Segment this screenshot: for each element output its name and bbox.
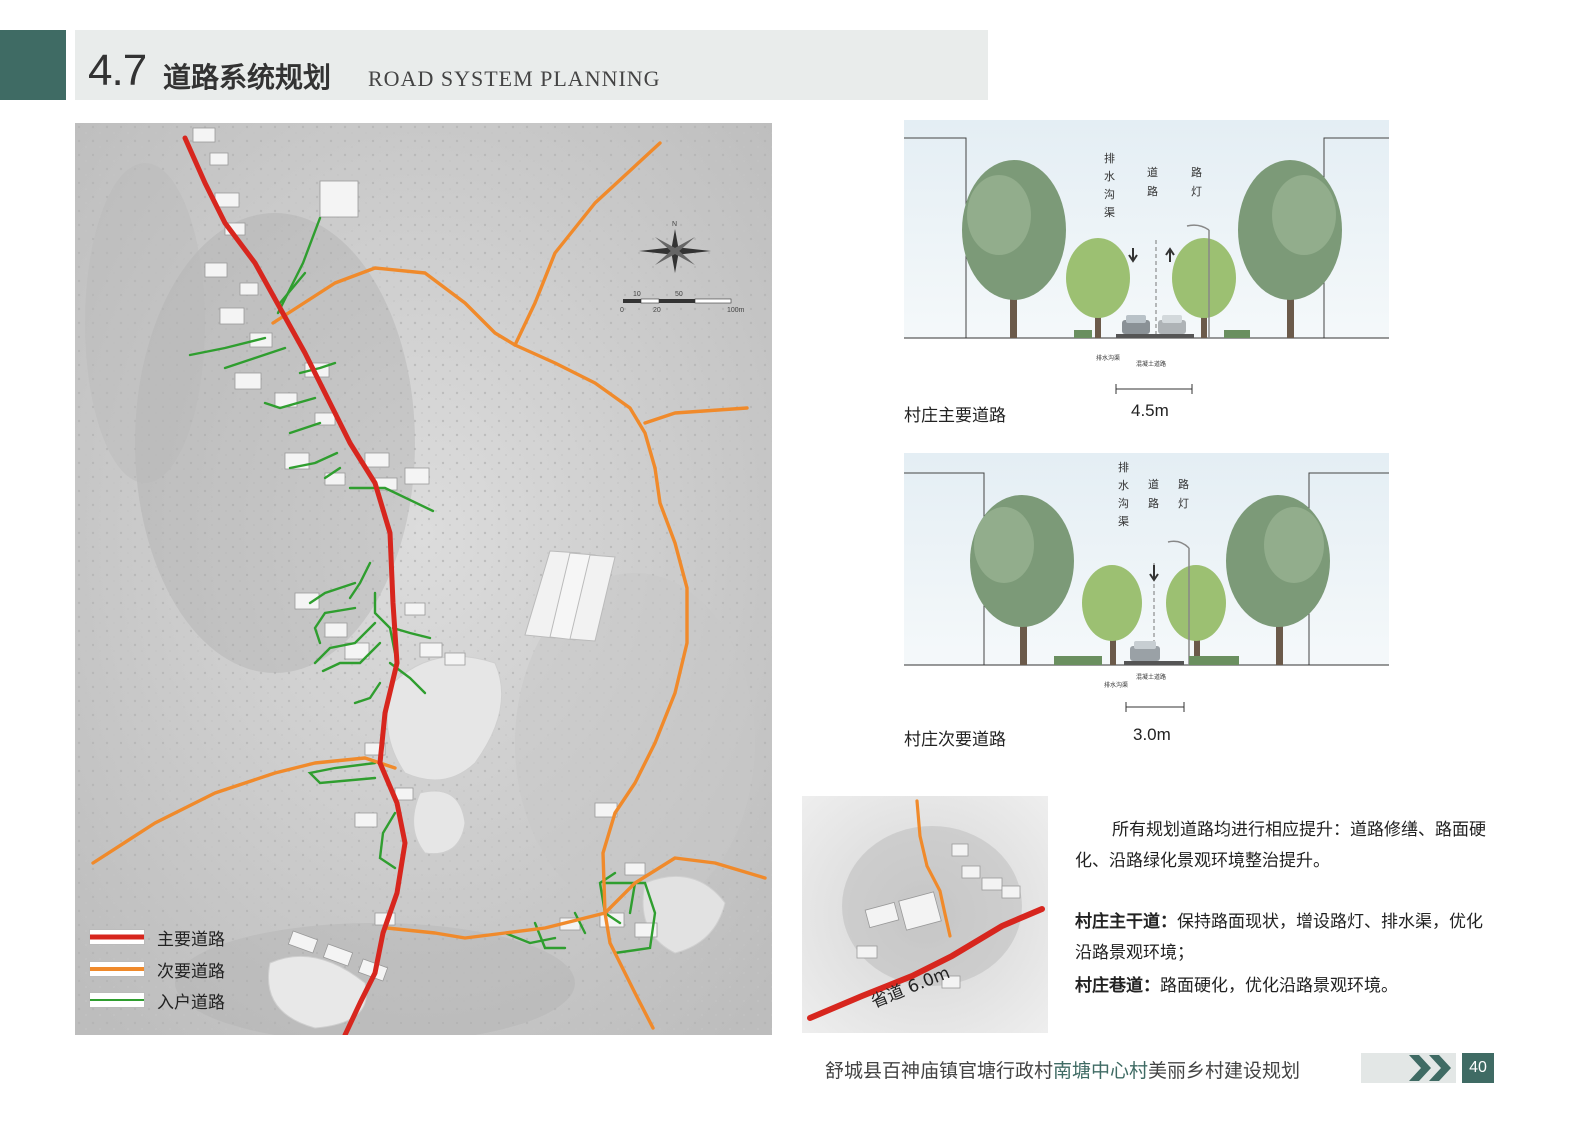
svg-text:沟: 沟: [1104, 188, 1115, 201]
page-subtitle: ROAD SYSTEM PLANNING: [368, 66, 661, 91]
north-arrow-icon: N: [639, 221, 711, 273]
svg-text:路: 路: [1147, 185, 1158, 198]
main-road-title: 村庄主干道：: [1075, 912, 1177, 932]
svg-text:渠: 渠: [1104, 206, 1115, 219]
footer-project-title: 舒城县百神庙镇官塘行政村南塘中心村美丽乡村建设规划: [825, 1060, 1301, 1082]
dimension-line: [1125, 702, 1185, 712]
road-system-map: N 10 50 0 20 100m: [75, 123, 772, 1035]
chevron-right-icon: [1409, 1055, 1451, 1081]
road-surface-label: 混凝土道路: [1136, 360, 1166, 368]
svg-text:灯: 灯: [1191, 185, 1202, 198]
street-lamp-icon: [1186, 224, 1210, 338]
tree-icon: [1082, 565, 1142, 665]
secondary-roads: [91, 141, 767, 1030]
svg-text:水: 水: [1118, 479, 1129, 492]
legend-swatch-entry: [89, 992, 145, 1008]
up-arrow-icon: [1165, 247, 1175, 262]
inset-buildings: [856, 843, 1021, 989]
car-icon: [1158, 315, 1186, 334]
main-road-text: 保持路面现状，增设路灯、排水渠，优化沿路景观环境；: [1075, 912, 1483, 963]
dimension-line: [1115, 384, 1193, 394]
down-arrow-icon: [1149, 565, 1159, 582]
lane-title: 村庄巷道：: [1075, 976, 1160, 996]
main-road: [182, 135, 408, 1035]
entry-roads: [188, 216, 657, 955]
tree-icon: [1066, 238, 1130, 338]
section-number: 4.7: [88, 46, 147, 95]
svg-text:道: 道: [1147, 165, 1158, 179]
drain-label: 排水沟渠: [1104, 681, 1128, 689]
provincial-road-inset-map: 省道 6.0m: [802, 796, 1048, 1033]
greenhouse-block: [524, 550, 616, 642]
road-surface-label: 混凝土道路: [1136, 673, 1166, 681]
svg-text:灯: 灯: [1178, 497, 1189, 510]
car-icon: [1130, 641, 1160, 661]
north-label: N: [672, 221, 677, 228]
legend-label: 主要道路: [157, 930, 225, 950]
section-vertical-labels: 排 水 沟 渠 道 路 路 灯: [1118, 460, 1189, 528]
drain-label: 排水沟渠: [1096, 354, 1120, 362]
legend-label: 入户道路: [157, 993, 225, 1013]
header-bar: [75, 30, 988, 100]
description-main-road: 村庄主干道：保持路面现状，增设路灯、排水渠，优化沿路景观环境；: [1075, 907, 1495, 969]
inset-secondary-road: [915, 799, 952, 938]
street-lamp-icon: [1167, 540, 1190, 665]
svg-text:路: 路: [1178, 478, 1189, 491]
page-number: 40: [1462, 1053, 1494, 1083]
description-intro: 所有规划道路均进行相应提升：道路修缮、路面硬化、沿路绿化景观环境整治提升。: [1075, 820, 1486, 871]
svg-text:路: 路: [1148, 497, 1159, 510]
inset-main-road: [807, 906, 1045, 1021]
svg-text:50: 50: [675, 291, 683, 298]
section-width-main-road: 4.5m: [1131, 401, 1169, 420]
svg-text:路: 路: [1191, 166, 1202, 179]
section-width-secondary-road: 3.0m: [1133, 725, 1171, 744]
svg-text:渠: 渠: [1118, 515, 1129, 528]
scale-bar: 10 50 0 20 100m: [620, 291, 745, 314]
legend-label: 次要道路: [157, 962, 225, 982]
svg-text:10: 10: [633, 291, 641, 298]
section-title-secondary-road: 村庄次要道路: [904, 730, 1006, 750]
legend-swatch-secondary: [89, 961, 145, 977]
svg-text:100m: 100m: [727, 307, 745, 314]
svg-text:0: 0: [620, 307, 624, 314]
secondary-road-cross-section: 排 水 沟 渠 道 路 路 灯 排水沟渠 混凝土道路: [904, 453, 1389, 691]
tree-icon: [1238, 160, 1342, 338]
down-arrow-icon: [1128, 248, 1138, 263]
svg-text:道: 道: [1148, 477, 1159, 491]
tree-icon: [1226, 495, 1330, 665]
lane-text: 路面硬化，优化沿路景观环境。: [1160, 976, 1398, 996]
svg-text:水: 水: [1104, 170, 1115, 183]
legend-swatch-main: [89, 929, 145, 945]
svg-text:20: 20: [653, 307, 661, 314]
tree-icon: [962, 160, 1066, 338]
main-road-cross-section: 排 水 沟 渠 道 路 路 灯 排水沟渠 混凝土道路: [904, 120, 1389, 370]
description-lane: 村庄巷道：路面硬化，优化沿路景观环境。: [1075, 971, 1495, 1002]
footer-village-name: 南塘中心村: [1053, 1060, 1149, 1082]
tree-icon: [970, 495, 1074, 665]
section-title-main-road: 村庄主要道路: [904, 406, 1006, 426]
svg-text:沟: 沟: [1118, 497, 1129, 510]
tree-icon: [1172, 238, 1236, 338]
page-title: 道路系统规划: [163, 61, 332, 94]
car-icon: [1122, 315, 1150, 334]
svg-text:排: 排: [1104, 151, 1115, 165]
svg-text:排: 排: [1118, 460, 1129, 474]
header-corner-block: [0, 30, 66, 100]
tree-icon: [1166, 565, 1226, 665]
section-vertical-labels: 排 水 沟 渠 道 路 路 灯: [1104, 151, 1202, 219]
